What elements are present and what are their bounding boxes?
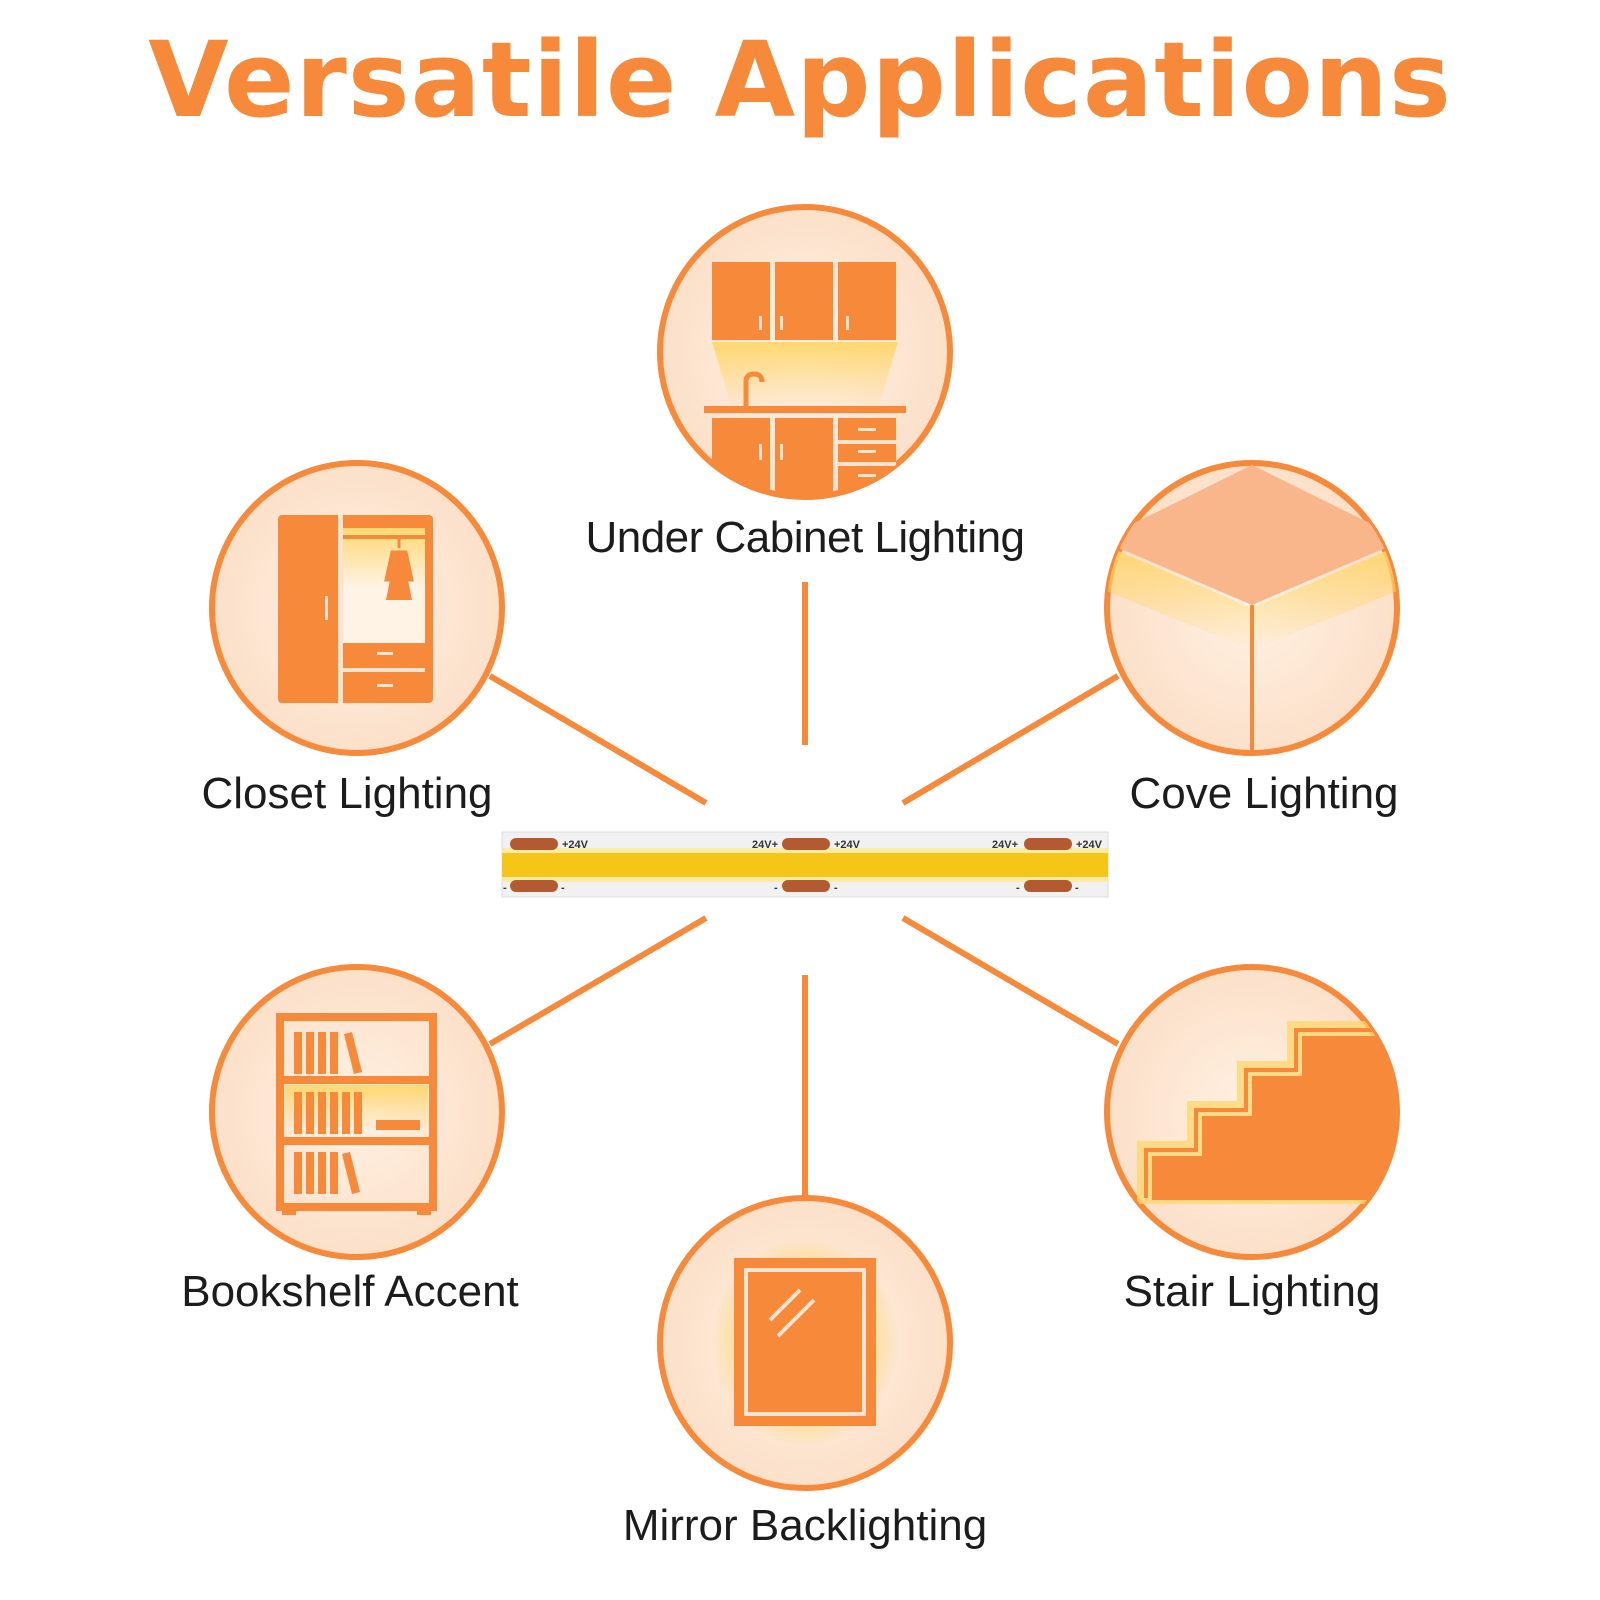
strip-mark-neg: -: [1016, 882, 1020, 894]
strip-mark-neg: -: [561, 882, 565, 894]
connector-closet: [488, 673, 708, 806]
label-cove: Cove Lighting: [1129, 769, 1398, 818]
led-strip: +24V 24V+ +24V 24V+ +24V - - - - - -: [501, 831, 1109, 898]
bookshelf-icon: [276, 1013, 437, 1215]
label-mirror: Mirror Backlighting: [623, 1501, 987, 1550]
stairs-icon: [1137, 1021, 1397, 1204]
label-under-cabinet: Under Cabinet Lighting: [585, 513, 1024, 562]
ceiling-cove-icon: [1107, 465, 1397, 753]
wardrobe-icon: [278, 515, 433, 703]
solder-pad: [782, 880, 830, 892]
solder-pad: [1024, 838, 1072, 850]
strip-mark-neg: -: [503, 882, 507, 894]
strip-mark-neg: -: [1075, 882, 1079, 894]
connector-stair: [901, 915, 1120, 1047]
connector-lines: [488, 582, 1120, 1198]
label-stair: Stair Lighting: [1124, 1267, 1381, 1316]
connector-cove: [901, 673, 1120, 806]
kitchen-cabinet-icon: [704, 262, 906, 497]
strip-mark-pos-pair: 24V+: [752, 839, 778, 851]
application-mirror: Mirror Backlighting: [623, 1195, 987, 1550]
mirror-icon: [712, 1237, 898, 1447]
solder-pad: [1024, 880, 1072, 892]
page-title: Versatile Applications: [148, 19, 1452, 141]
strip-mark-pos: +24V: [834, 839, 861, 851]
strip-mark-neg: -: [834, 882, 838, 894]
solder-pads: [510, 838, 1072, 892]
application-bookshelf: Bookshelf Accent: [181, 964, 519, 1316]
connector-bookshelf: [488, 915, 708, 1047]
strip-mark-pos: +24V: [1076, 839, 1103, 851]
application-stair: Stair Lighting: [1104, 964, 1400, 1316]
application-cove: Cove Lighting: [1104, 460, 1400, 818]
solder-pad: [510, 838, 558, 850]
application-closet: Closet Lighting: [201, 460, 505, 818]
strip-mark-pos: +24V: [562, 839, 589, 851]
label-bookshelf: Bookshelf Accent: [181, 1267, 519, 1316]
solder-pad: [510, 880, 558, 892]
strip-mark-pos-pair: 24V+: [992, 839, 1018, 851]
solder-pad: [782, 838, 830, 850]
led-strip-band: [502, 853, 1108, 877]
application-under-cabinet: Under Cabinet Lighting: [585, 204, 1025, 562]
strip-mark-neg: -: [774, 882, 778, 894]
label-closet: Closet Lighting: [201, 769, 492, 818]
